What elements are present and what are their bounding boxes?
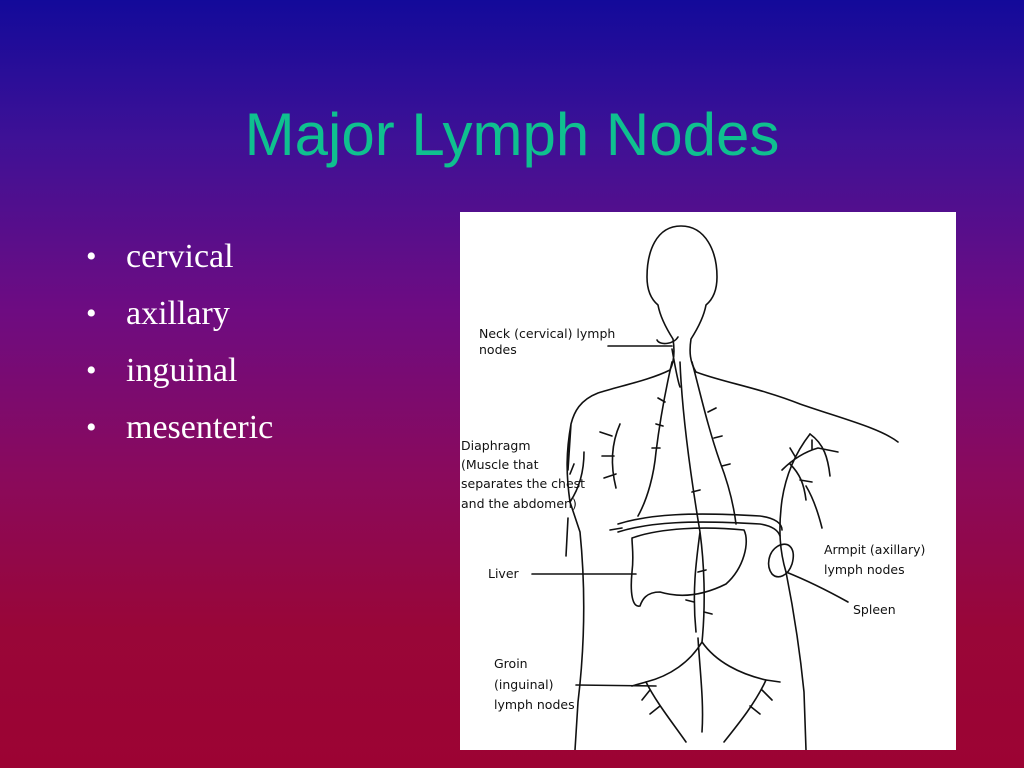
axillary-lymph-chain [599,423,621,489]
label-diaphragm: separates the chest [461,476,585,491]
body-outline [566,225,899,750]
bullet-item-mesenteric: • mesenteric [86,399,273,456]
body-outline [569,451,585,503]
label-groin: lymph nodes [494,697,575,712]
bullet-list: • cervical • axillary • inguinal • mesen… [86,228,273,456]
pointer-line-diaphragm [609,527,623,531]
bullet-text: axillary [126,294,230,332]
bullet-item-inguinal: • inguinal [86,342,273,399]
bullet-icon: • [86,239,97,273]
lymph-node-ticks [651,397,731,615]
diaphragm [617,513,783,537]
label-groin: Groin [494,656,528,671]
bullet-icon: • [86,296,97,330]
slide-title: Major Lymph Nodes [244,101,780,168]
pointer-line-groin [575,684,657,687]
label-diaphragm: and the abdomen) [461,496,577,511]
bullet-icon: • [86,353,97,387]
label-armpit: Armpit (axillary) [824,542,925,557]
body-outline [809,433,831,477]
pointer-line-diaphragm [565,463,575,557]
label-armpit: lymph nodes [824,562,905,577]
axillary-lymph-chain [781,439,839,501]
bullet-text: mesenteric [126,408,274,446]
liver [630,527,748,607]
lymph-diagram-panel: Neck (cervical) lymph nodes Diaphragm (M… [460,212,956,750]
cervical-lymph-chain [691,361,737,525]
bullet-text: inguinal [126,351,238,389]
bullet-icon: • [86,410,97,444]
label-groin: (inguinal) [494,677,554,692]
bullet-text: cervical [126,237,234,275]
thoracic-duct [645,361,767,733]
pointer-line-armpit [805,485,823,529]
cervical-lymph-chain [637,361,673,517]
bullet-item-cervical: • cervical [86,228,273,285]
label-neck: Neck (cervical) lymph [479,326,615,341]
pointer-line-spleen [785,571,849,603]
label-spleen: Spleen [853,602,896,617]
spleen [767,543,794,578]
label-diaphragm: Diaphragm [461,438,531,453]
body-outline [779,433,811,750]
label-diaphragm: (Muscle that [461,457,539,472]
inguinal-lymph-chain [631,679,781,743]
lymph-diagram: Neck (cervical) lymph nodes Diaphragm (M… [461,225,925,750]
body-outline [656,336,679,345]
label-neck: nodes [479,342,517,357]
label-liver: Liver [488,566,520,581]
bullet-item-axillary: • axillary [86,285,273,342]
